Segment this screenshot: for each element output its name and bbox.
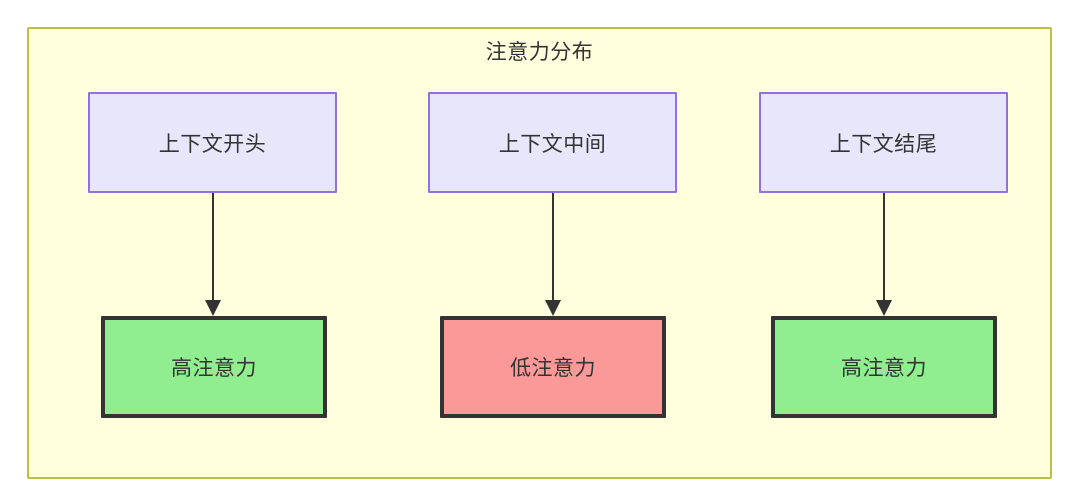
subgraph-title: 注意力分布: [485, 41, 594, 64]
node-label: 高注意力: [841, 357, 927, 380]
node-context-start[interactable]: 上下文开头: [88, 92, 337, 193]
node-label: 上下文结尾: [829, 132, 938, 156]
node-label: 上下文中间: [498, 132, 607, 156]
node-context-end[interactable]: 上下文结尾: [759, 92, 1008, 193]
node-label: 低注意力: [510, 357, 596, 380]
node-label: 上下文开头: [158, 132, 267, 156]
node-context-middle[interactable]: 上下文中间: [428, 92, 677, 193]
node-label: 高注意力: [171, 357, 257, 380]
node-low-attention-middle[interactable]: 低注意力: [440, 316, 666, 418]
node-high-attention-start[interactable]: 高注意力: [101, 316, 327, 418]
node-high-attention-end[interactable]: 高注意力: [771, 316, 997, 418]
